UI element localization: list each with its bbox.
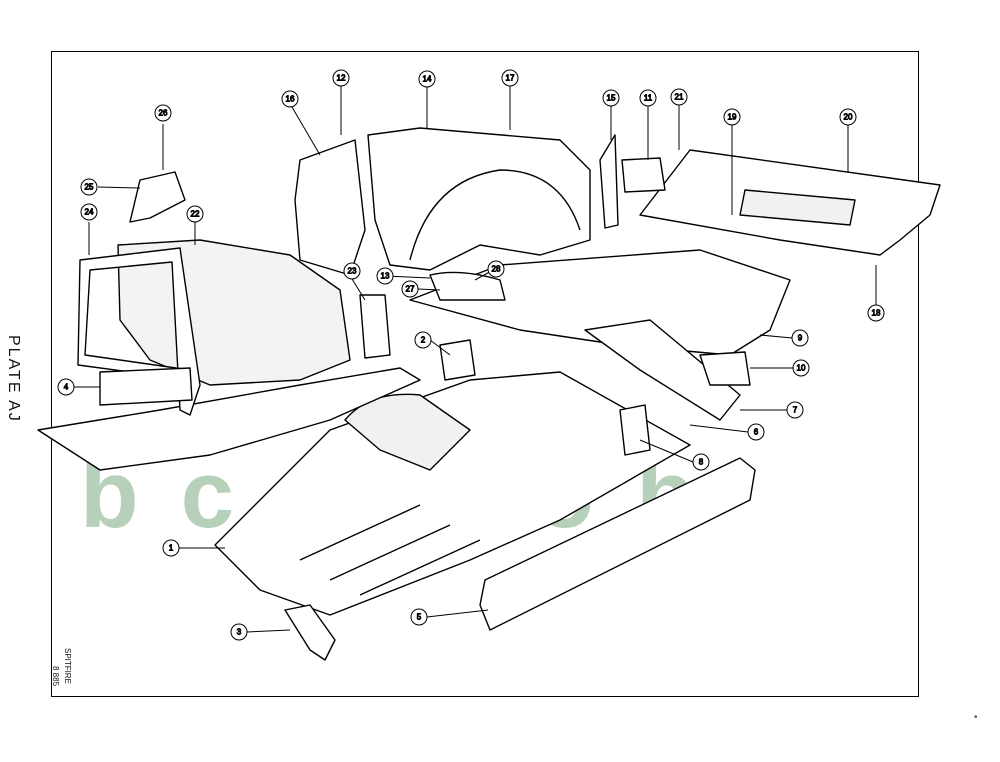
callout-1: 1 bbox=[162, 539, 180, 557]
part-bracket-25 bbox=[129, 171, 186, 223]
callout-25: 25 bbox=[80, 178, 98, 196]
callout-20: 20 bbox=[839, 108, 857, 126]
callout-13: 13 bbox=[376, 267, 394, 285]
svg-text:2: 2 bbox=[421, 336, 426, 345]
callout-9: 9 bbox=[791, 329, 809, 347]
part-sill-plate bbox=[99, 367, 193, 406]
callout-8: 8 bbox=[692, 453, 710, 471]
corner-mark: • bbox=[974, 712, 978, 723]
callout-23: 23 bbox=[343, 262, 361, 280]
svg-text:12: 12 bbox=[337, 74, 346, 83]
svg-text:19: 19 bbox=[728, 113, 737, 122]
svg-text:7: 7 bbox=[793, 406, 798, 415]
svg-text:15: 15 bbox=[607, 94, 616, 103]
callout-22: 22 bbox=[186, 205, 204, 223]
svg-text:8: 8 bbox=[699, 458, 704, 467]
part-bracket-11 bbox=[621, 157, 666, 193]
svg-text:28: 28 bbox=[492, 265, 501, 274]
part-left-floor bbox=[37, 367, 421, 471]
svg-text:11: 11 bbox=[644, 94, 653, 103]
callout-18: 18 bbox=[867, 304, 885, 322]
callout-4: 4 bbox=[57, 378, 75, 396]
part-b-post bbox=[294, 139, 366, 276]
callout-17: 17 bbox=[501, 69, 519, 87]
svg-text:4: 4 bbox=[64, 383, 69, 392]
callout-10: 10 bbox=[792, 359, 810, 377]
callout-26: 26 bbox=[154, 104, 172, 122]
callout-28: 28 bbox=[487, 260, 505, 278]
svg-text:13: 13 bbox=[381, 272, 390, 281]
svg-text:10: 10 bbox=[797, 364, 806, 373]
part-crossmember bbox=[584, 319, 741, 421]
svg-text:22: 22 bbox=[191, 210, 200, 219]
part-rear-floor bbox=[409, 249, 791, 356]
callout-21: 21 bbox=[670, 88, 688, 106]
part-grommet-3 bbox=[284, 604, 336, 661]
callout-labels: 1 2 3 4 5 6 7 8 9 10 11 12 13 14 15 16 1… bbox=[57, 69, 885, 641]
callout-11: 11 bbox=[639, 89, 657, 107]
callout-5: 5 bbox=[410, 608, 428, 626]
svg-text:5: 5 bbox=[417, 613, 422, 622]
plate-border bbox=[51, 51, 919, 697]
callout-24: 24 bbox=[80, 203, 98, 221]
callout-14: 14 bbox=[418, 70, 436, 88]
part-outrigger bbox=[599, 134, 619, 229]
svg-text:14: 14 bbox=[423, 75, 432, 84]
part-gaiter-28 bbox=[429, 271, 506, 301]
svg-text:27: 27 bbox=[406, 285, 415, 294]
part-bracket bbox=[699, 351, 751, 386]
callout-12: 12 bbox=[332, 69, 350, 87]
callout-27: 27 bbox=[401, 280, 419, 298]
part-mount bbox=[619, 404, 651, 456]
svg-text:3: 3 bbox=[237, 628, 242, 637]
callout-3: 3 bbox=[230, 623, 248, 641]
svg-text:9: 9 bbox=[798, 334, 803, 343]
part-mount-2 bbox=[439, 339, 476, 381]
part-wheel-arch bbox=[367, 127, 591, 271]
callout-19: 19 bbox=[723, 108, 741, 126]
callout-7: 7 bbox=[786, 401, 804, 419]
svg-text:17: 17 bbox=[506, 74, 515, 83]
callout-2: 2 bbox=[414, 331, 432, 349]
svg-text:21: 21 bbox=[675, 93, 684, 102]
svg-text:23: 23 bbox=[348, 267, 357, 276]
svg-text:25: 25 bbox=[85, 183, 94, 192]
svg-text:1: 1 bbox=[169, 544, 174, 553]
svg-text:20: 20 bbox=[844, 113, 853, 122]
callout-6: 6 bbox=[747, 423, 765, 441]
svg-text:16: 16 bbox=[286, 95, 295, 104]
svg-text:24: 24 bbox=[85, 208, 94, 217]
callout-16: 16 bbox=[281, 90, 299, 108]
callout-15: 15 bbox=[602, 89, 620, 107]
svg-text:18: 18 bbox=[872, 309, 881, 318]
svg-text:6: 6 bbox=[754, 428, 759, 437]
part-sill bbox=[479, 457, 756, 631]
part-panel-23 bbox=[359, 294, 391, 359]
svg-text:26: 26 bbox=[159, 109, 168, 118]
